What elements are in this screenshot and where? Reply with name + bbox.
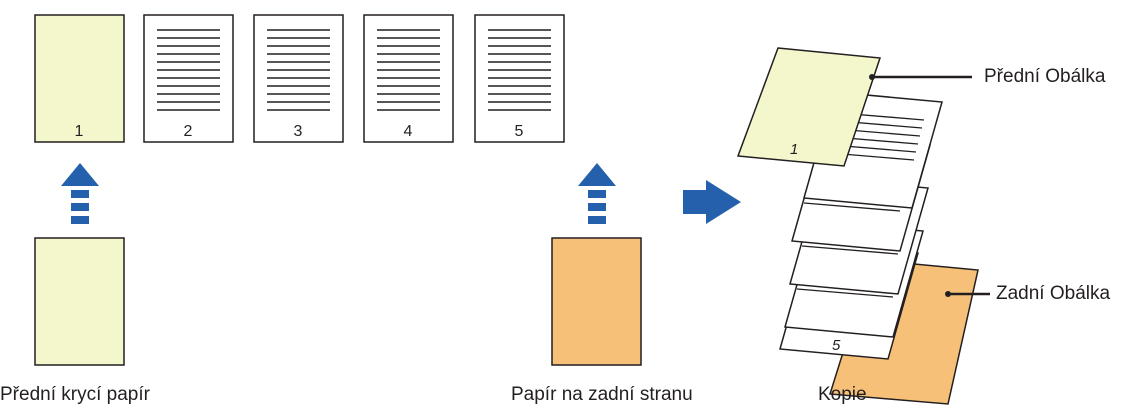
page-number: 1 (790, 141, 798, 158)
right-arrow-icon (683, 180, 741, 224)
page-number: 5 (515, 123, 524, 140)
back-cover-paper-label: Papír na zadní stranu (511, 384, 693, 405)
page-number: 5 (832, 337, 841, 354)
page-number: 3 (294, 123, 303, 140)
output-stack: 5 4 3 (736, 47, 979, 405)
original-page-5: 5 (474, 14, 565, 143)
original-page-1: 1 (34, 14, 125, 143)
original-page-2: 2 (143, 14, 234, 143)
back-cover-callout (945, 291, 990, 297)
back-cover-sheet (551, 237, 642, 366)
dashed-up-arrow-icon (61, 163, 99, 224)
original-page-4: 4 (363, 14, 454, 143)
front-cover-callout-label: Přední Obálka (984, 66, 1106, 87)
original-page-3: 3 (253, 14, 344, 143)
copies-label: Kopie (818, 384, 867, 405)
front-cover-sheet (34, 237, 125, 366)
front-cover-callout (869, 74, 972, 80)
stacked-front-cover: 1 (736, 47, 882, 167)
dashed-up-arrow-icon (578, 163, 616, 224)
page-number: 4 (404, 123, 413, 140)
page-number: 1 (75, 123, 84, 140)
back-cover-callout-label: Zadní Obálka (996, 283, 1111, 304)
page-number: 2 (184, 123, 193, 140)
front-cover-paper-label: Přední krycí papír (0, 384, 150, 405)
